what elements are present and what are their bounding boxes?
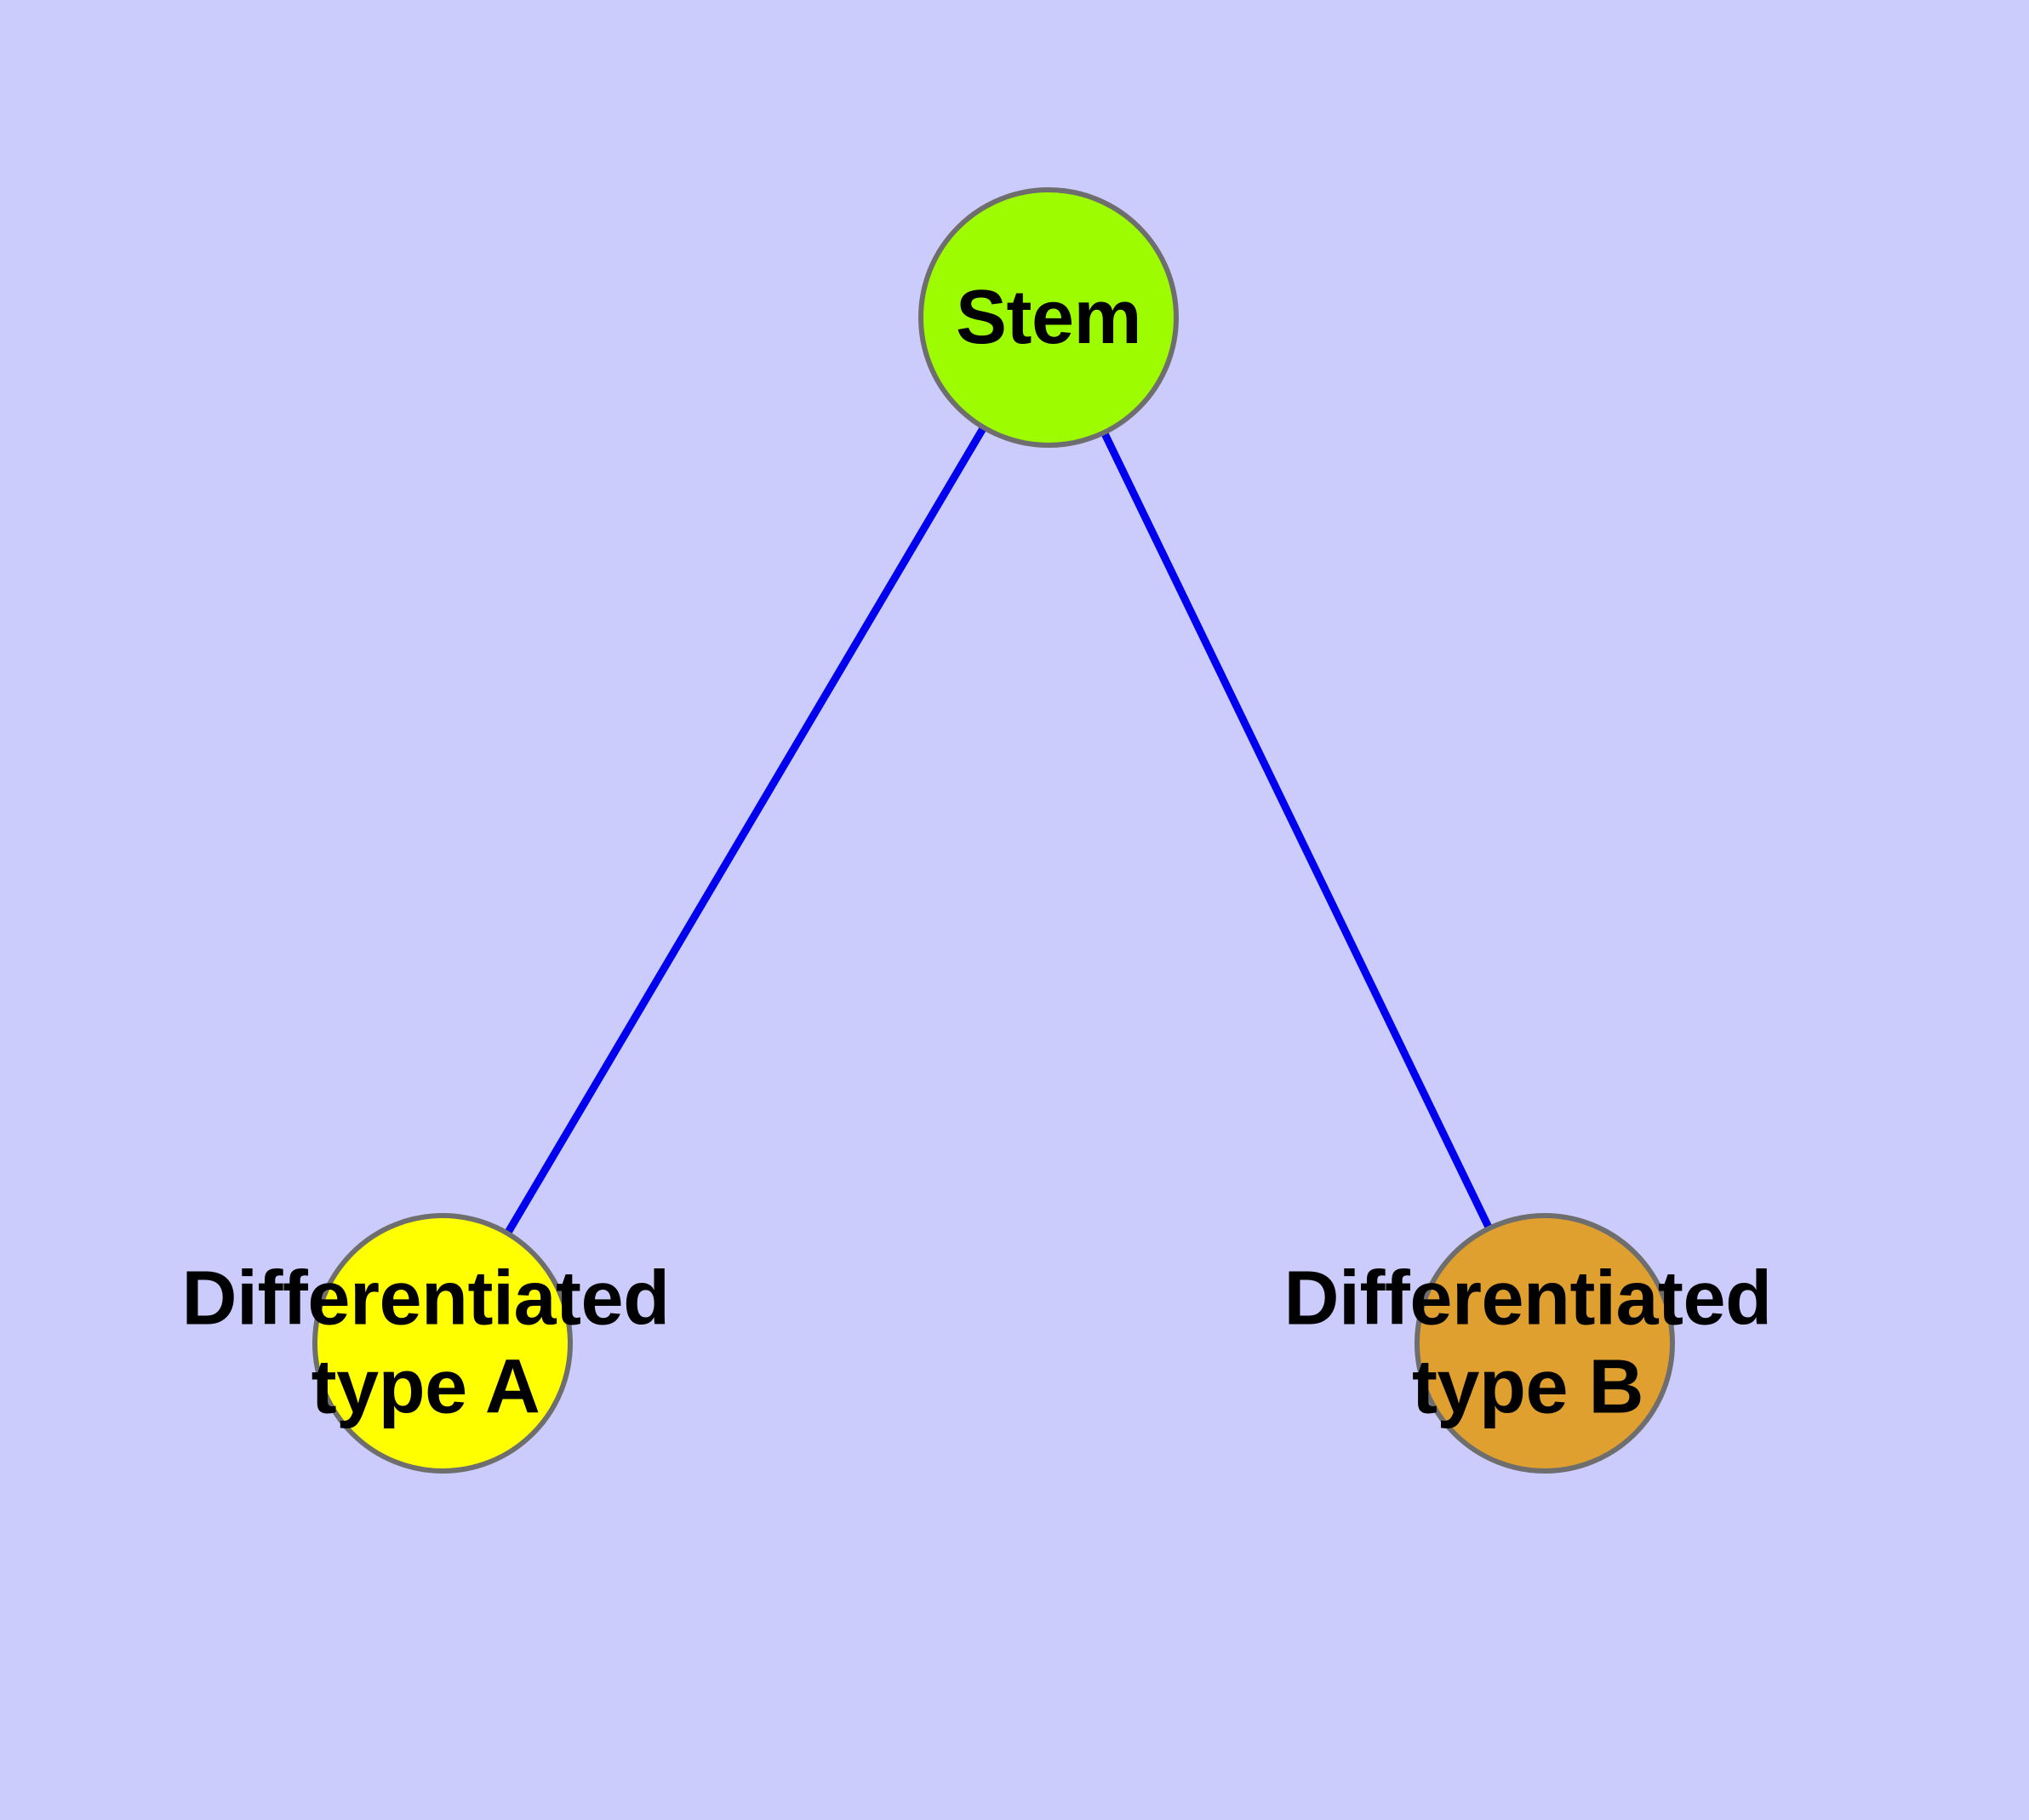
node-diff-b[interactable]	[1415, 1213, 1675, 1474]
node-stem[interactable]	[918, 187, 1179, 448]
edges-layer	[439, 315, 1549, 1346]
edge-stem-to-diff-b[interactable]	[1044, 316, 1549, 1345]
nodes-layer	[312, 187, 1675, 1474]
node-diff-a[interactable]	[312, 1213, 573, 1474]
edge-stem-to-diff-a[interactable]	[439, 315, 1052, 1346]
